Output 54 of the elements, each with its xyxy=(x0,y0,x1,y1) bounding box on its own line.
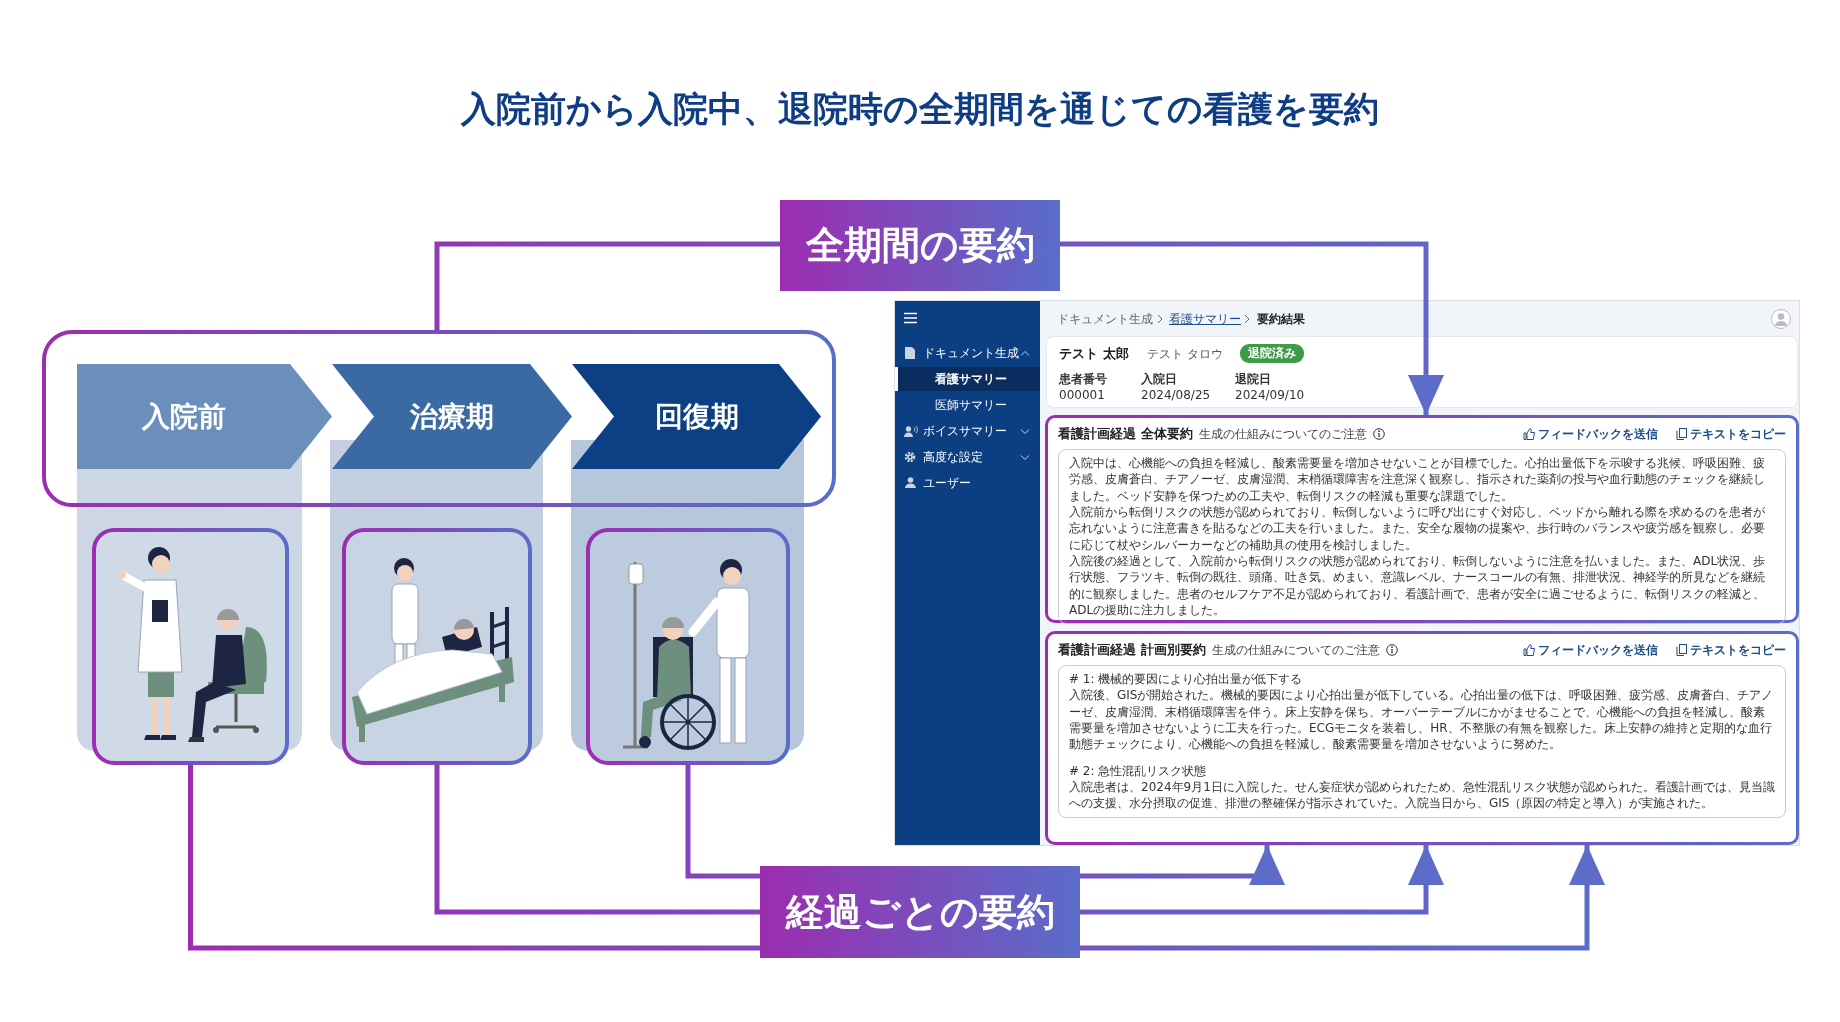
feedback-button: フィードバックを送信 xyxy=(1523,641,1658,659)
summary-label-box xyxy=(780,200,1060,291)
connector-arrow xyxy=(1080,845,1285,885)
field-label: 退院日 xyxy=(1235,371,1271,388)
summary-label-box xyxy=(760,866,1080,958)
summary-heading: # 2: 急性混乱リスク状態 xyxy=(1069,762,1208,779)
status-badge: 退院済み xyxy=(1240,344,1304,363)
feedback-button: フィードバックを送信 xyxy=(1523,425,1658,443)
summary-panel xyxy=(1045,631,1799,845)
summary-paragraph: 入院患者は、2024年9月1日に入院した。せん妄症状が認められたため、急性混乱リスク状態が認められた。看護計画では、見当識への支援、水分摂取の促進、排泄の整確保が指示されていた。入院当日から、GIS（原因の特定と導入）が実施された。 xyxy=(1069,778,1775,812)
phase-label: 入院前 xyxy=(141,398,226,435)
connector-arrow xyxy=(1080,845,1444,915)
patient-kana: テスト タロウ xyxy=(1147,346,1223,363)
phase-banner xyxy=(77,364,332,469)
nav-link: 医師サマリー xyxy=(935,397,1007,413)
patient-name: テスト 太郎 xyxy=(1059,345,1129,363)
rounded-frame xyxy=(42,330,836,507)
nav-link: ドキュメント生成 xyxy=(923,345,1019,361)
connector-line xyxy=(434,241,780,330)
field-value: 000001 xyxy=(1059,388,1105,402)
nav-link: ボイスサマリー xyxy=(923,423,1007,439)
breadcrumb-item: ドキュメント生成 xyxy=(1057,311,1153,328)
nav-link: ユーザー xyxy=(923,475,971,491)
nav-link: 高度な設定 xyxy=(923,449,983,465)
connector-line xyxy=(434,765,760,915)
connector-line xyxy=(685,765,760,879)
page-title: 入院前から入院中、退院時の全期間を通じての看護を要約 xyxy=(461,88,1379,131)
connector-arrow xyxy=(1060,241,1444,415)
nav-link: 看護サマリー xyxy=(895,367,1040,391)
summary-paragraph: 入院後の経過として、入院前から転倒リスクの状態が認められており、転倒しないように注意を払いました。また、ADL状況、歩行状態、フラツキ、転倒の既往、頭痛、吐き気、めまい、意識レベル、ナースコールの有無、排泄状況、神経学的所見などを継続的に観察しました。患者のセルフケア不足が認められており、看護計画で、患者が安全に過ごせるように、転倒リスクの軽減と、ADLの援助に注力しました。 xyxy=(1069,552,1767,619)
app-screenshot xyxy=(894,300,1800,846)
field-value: 2024/09/10 xyxy=(1235,388,1305,402)
copy-button: テキストをコピー xyxy=(1676,425,1786,443)
summary-label: 全期間の要約 xyxy=(805,222,1035,269)
summary-paragraph: 入院前から転倒リスクの状態が認められており、転倒しないように呼び出にすぐ対応し、ベッドから離れる際を求めるのを患者が忘れないように注意書きを貼るなどの工夫を行いました。また、安全な履物の提案や、歩行時のバランスや疲労感を観察し、必要に応じて杖やシルバーカーなどの補助具の使用を検討しました。 xyxy=(1069,503,1766,553)
breadcrumb-current: 要約結果 xyxy=(1257,311,1305,328)
summary-panel xyxy=(1045,415,1799,623)
copy-button: テキストをコピー xyxy=(1676,641,1786,659)
summary-heading: # 1: 機械的要因により心拍出量が低下する xyxy=(1069,671,1304,688)
notice-text: 生成の仕組みについてのご注意 xyxy=(1198,425,1367,443)
summary-paragraph: 入院後、GISが開始された。機械的要因により心拍出量が低下している。心拍出量の低下は、呼吸困難、疲労感、皮膚蒼白、チアノーゼ、皮膚湿潤、末梢循環障害を伴う。床上安静を保ち、オーバーテーブルにかがませることで、心機能への負担を軽減し、酸素需要量を増加させないように工夫を行った。ECGモニタを装着し、HR、不整脈の有無を観察した。床上安静の維持と定期的な血行動態チェックにより、心機能への負担を軽減し、酸素需要量を増加させないように努めた。 xyxy=(1069,687,1775,753)
connector-arrow xyxy=(1080,845,1605,951)
summary-label: 経過ごとの要約 xyxy=(785,888,1055,936)
field-label: 入院日 xyxy=(1141,371,1177,388)
phase-label: 回復期 xyxy=(654,398,739,435)
notice-text: 生成の仕組みについてのご注意 xyxy=(1211,641,1380,659)
phase-label: 治療期 xyxy=(410,398,494,435)
panel-title: 看護計画経過 計画別要約 xyxy=(1058,641,1206,659)
connector-line xyxy=(188,765,760,951)
summary-paragraph: 入院中は、心機能への負担を軽減し、酸素需要量を増加させないことが目標でした。心拍出量低下を示唆する兆候、呼吸困難、疲労感、皮膚蒼白、チアノーゼ、皮膚湿潤、末梢循環障害を注意深く観察し、指示された薬剤の投与や血行動態のチェックを継続しました。ベッド安静を保つための工夫や、転倒リスクの軽減も重要な課題でした。 xyxy=(1069,455,1766,504)
field-label: 患者番号 xyxy=(1059,371,1107,388)
breadcrumb-link: 看護サマリー xyxy=(1169,311,1241,328)
field-value: 2024/08/25 xyxy=(1141,388,1211,402)
panel-title: 看護計画経過 全体要約 xyxy=(1058,425,1193,443)
